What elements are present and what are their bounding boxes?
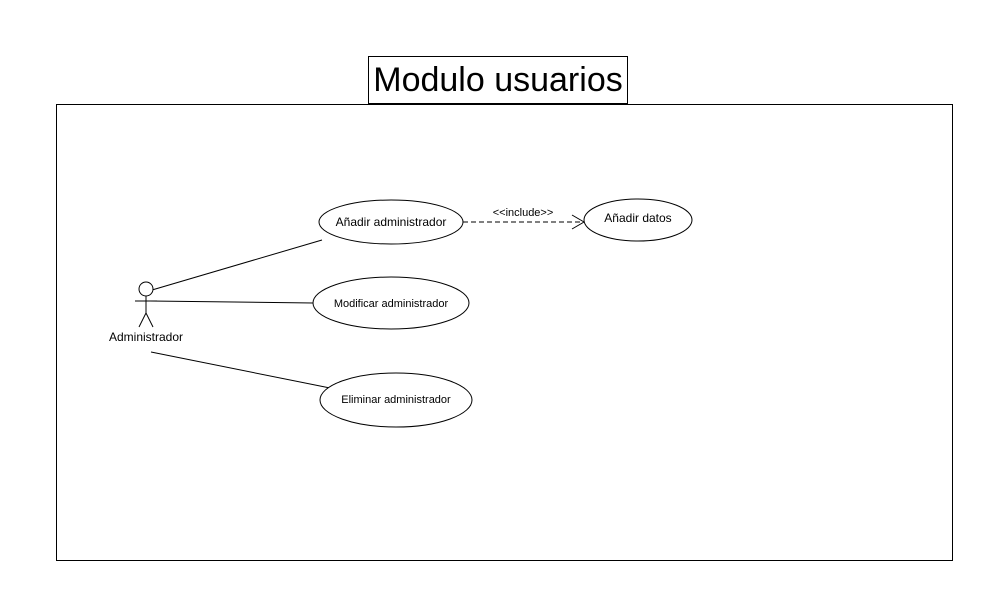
use-case-label: Eliminar administrador (341, 394, 451, 406)
use-case-label: Modificar administrador (334, 298, 449, 310)
association-modify-admin (149, 300, 314, 304)
actor-head-icon (138, 281, 154, 297)
use-case-ellipse (319, 372, 473, 428)
actor-left-leg (138, 312, 147, 328)
system-boundary (56, 104, 953, 561)
actor-administrador[interactable]: Administrador (109, 281, 183, 344)
actor-right-leg (145, 312, 154, 328)
use-case-ellipse (318, 199, 464, 245)
diagram-title-box: Modulo usuarios (368, 56, 628, 104)
use-case-label: Añadir datos (604, 211, 671, 225)
use-case-add-admin[interactable]: Añadir administrador (318, 199, 464, 245)
use-case-ellipse (312, 276, 470, 330)
use-case-modify-admin[interactable]: Modificar administrador (312, 276, 470, 330)
association-add-admin (151, 239, 323, 291)
association-delete-admin (150, 351, 331, 389)
use-case-label: Añadir administrador (336, 215, 447, 229)
use-case-delete-admin[interactable]: Eliminar administrador (319, 372, 473, 428)
actor-label: Administrador (109, 330, 183, 344)
diagram-title: Modulo usuarios (373, 60, 623, 99)
use-case-ellipse (583, 198, 693, 242)
include-label: <<include>> (493, 207, 554, 219)
use-case-add-data[interactable]: Añadir datos (583, 198, 693, 242)
